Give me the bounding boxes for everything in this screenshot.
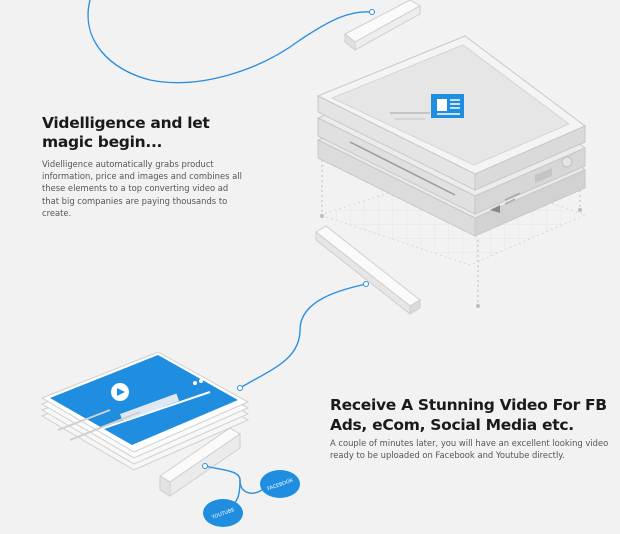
connector-line-bottom [204,465,263,494]
connector-line-middle [239,283,367,389]
connector-dot-top [369,9,375,15]
facebook-badge: FACEBOOK [260,470,300,498]
top-slab [344,0,422,52]
video-cards [40,351,250,471]
server-stack [316,35,586,237]
section2-body: A couple of minutes later, you will have… [330,438,609,461]
section2-title: Receive A Stunning Video For FB Ads, eCo… [330,396,607,434]
section1-body: Videlligence automatically grabs product… [42,159,242,218]
section1-title: Videlligence and let magic begin... [42,114,210,151]
connector-line-top [87,0,373,84]
youtube-badge: YOUTUBE [203,499,243,527]
middle-slab [315,225,421,316]
article-icon [431,94,464,118]
